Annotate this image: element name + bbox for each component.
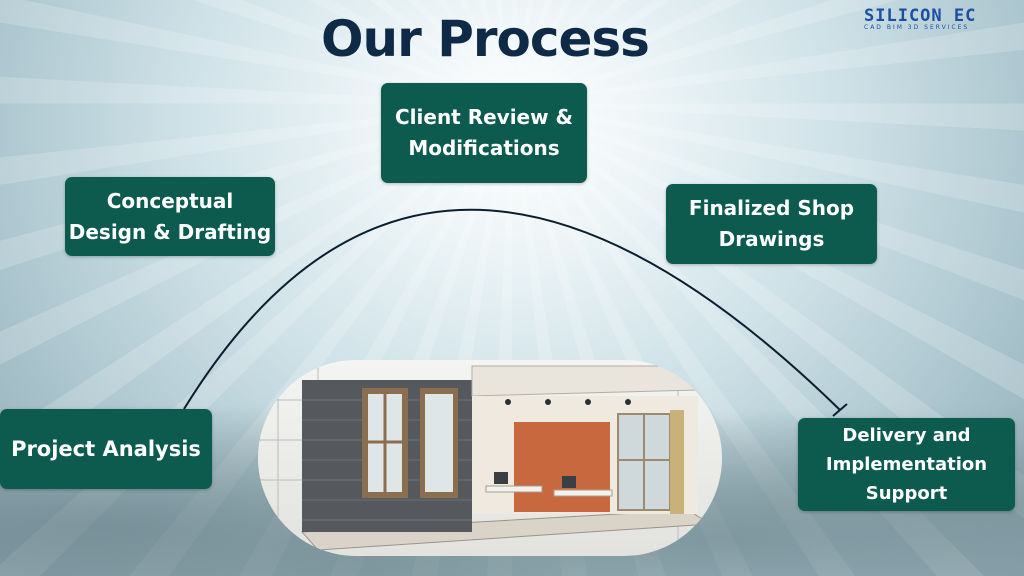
step-finalized-shop-drawings: Finalized Shop Drawings (666, 184, 877, 264)
step-label-line: Finalized Shop (688, 196, 855, 220)
step-label-line: Project Analysis (11, 436, 201, 461)
step-project-analysis: Project Analysis (0, 409, 212, 489)
building-cutaway-illustration (258, 360, 722, 556)
step-client-review: Client Review & Modifications (381, 83, 587, 183)
step-conceptual-design: Conceptual Design & Drafting (65, 177, 275, 256)
step-label-line: Delivery and (842, 425, 971, 446)
step-label-line: Drawings (718, 227, 825, 251)
page-title: Our Process (321, 10, 650, 68)
step-delivery-support: Delivery and Implementation Support (798, 418, 1015, 511)
logo-tagline: CAD BIM 3D SERVICES (864, 24, 970, 31)
step-label-line: Support (865, 483, 948, 504)
step-label-line: Client Review & (394, 105, 574, 129)
logo-wordmark: SILICON EC (864, 6, 977, 26)
step-label-line: Conceptual (106, 188, 234, 213)
step-label-line: Modifications (408, 136, 560, 160)
company-logo: SILICON EC CAD BIM 3D SERVICES (864, 6, 1020, 31)
step-label-line: Design & Drafting (68, 219, 272, 244)
step-label-line: Implementation (825, 454, 988, 475)
